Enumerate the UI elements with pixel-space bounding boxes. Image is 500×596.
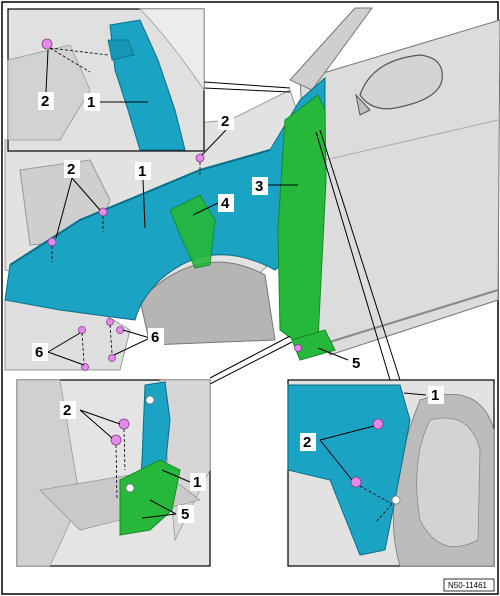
svg-text:2: 2 bbox=[221, 113, 229, 130]
fender-top-edge bbox=[9, 149, 271, 266]
bolt-lower-2 bbox=[116, 326, 124, 334]
callout-main-3: 3 bbox=[252, 177, 268, 195]
inset-bl-bolt-1 bbox=[118, 418, 130, 430]
callout-inset-tl-2: 2 bbox=[38, 92, 54, 110]
callout-main-6-left: 6 bbox=[32, 343, 48, 361]
inset-top-left: 2 1 bbox=[7, 8, 205, 152]
reference-number: N50-11461 bbox=[443, 578, 495, 592]
svg-text:1: 1 bbox=[87, 94, 95, 111]
svg-text:1: 1 bbox=[193, 474, 201, 491]
svg-text:3: 3 bbox=[255, 178, 263, 195]
callout-main-2-upper: 2 bbox=[218, 112, 234, 130]
callout-inset-bl-2: 2 bbox=[60, 401, 76, 419]
svg-text:1: 1 bbox=[138, 163, 146, 180]
side-mirror bbox=[359, 54, 443, 110]
lower-bracket bbox=[291, 329, 336, 361]
bolt-upper bbox=[195, 153, 205, 163]
inset-tl-bolt bbox=[41, 38, 53, 50]
svg-text:2: 2 bbox=[303, 434, 311, 451]
leader-lines-main bbox=[47, 129, 349, 366]
svg-text:2: 2 bbox=[67, 161, 75, 178]
door-edge-line bbox=[324, 119, 499, 161]
inset-bl-bracket bbox=[119, 459, 181, 536]
callout-main-5: 5 bbox=[349, 354, 365, 372]
callout-inset-bl-1: 1 bbox=[190, 473, 206, 491]
callout-main-4: 4 bbox=[218, 194, 234, 212]
inset-bl-bolt-2 bbox=[110, 434, 122, 446]
svg-text:N50-11461: N50-11461 bbox=[448, 581, 488, 590]
svg-text:1: 1 bbox=[431, 387, 439, 404]
bolt-lower-1 bbox=[106, 318, 114, 326]
svg-text:4: 4 bbox=[221, 195, 230, 212]
bolt-pillar-low bbox=[294, 344, 302, 352]
callout-main-6-right: 6 bbox=[148, 328, 164, 346]
svg-text:2: 2 bbox=[63, 402, 71, 419]
svg-text:6: 6 bbox=[151, 329, 159, 346]
pillar-bracket bbox=[277, 94, 327, 346]
inner-bracket bbox=[169, 194, 216, 269]
callout-main-1: 1 bbox=[135, 162, 151, 180]
bolt-lower-5 bbox=[108, 354, 116, 362]
svg-text:6: 6 bbox=[35, 344, 43, 361]
inset-connector-lines bbox=[203, 81, 401, 385]
svg-text:5: 5 bbox=[181, 506, 189, 523]
inset-bottom-right: 1 2 bbox=[287, 379, 495, 567]
callout-main-2-left: 2 bbox=[64, 160, 80, 178]
inset-br-bolt-2 bbox=[350, 476, 362, 488]
callout-inset-tl-1: 1 bbox=[84, 93, 100, 111]
callout-inset-br-1: 1 bbox=[428, 386, 444, 404]
wheel-arch bbox=[139, 261, 276, 346]
bolt-left-1 bbox=[98, 207, 108, 217]
callout-inset-br-2: 2 bbox=[300, 433, 316, 451]
a-pillar bbox=[289, 7, 373, 91]
mirror-base bbox=[355, 93, 371, 116]
bolt-axis-lines bbox=[51, 162, 201, 363]
bolt-lower-3 bbox=[78, 326, 86, 334]
svg-text:2: 2 bbox=[41, 93, 49, 110]
sill-line bbox=[319, 289, 499, 346]
bolt-left-2 bbox=[47, 237, 57, 247]
svg-text:5: 5 bbox=[352, 355, 360, 372]
callout-inset-bl-5: 5 bbox=[178, 505, 194, 523]
inset-br-bolt-1 bbox=[372, 418, 384, 430]
inset-bottom-left: 2 1 5 bbox=[16, 379, 211, 567]
